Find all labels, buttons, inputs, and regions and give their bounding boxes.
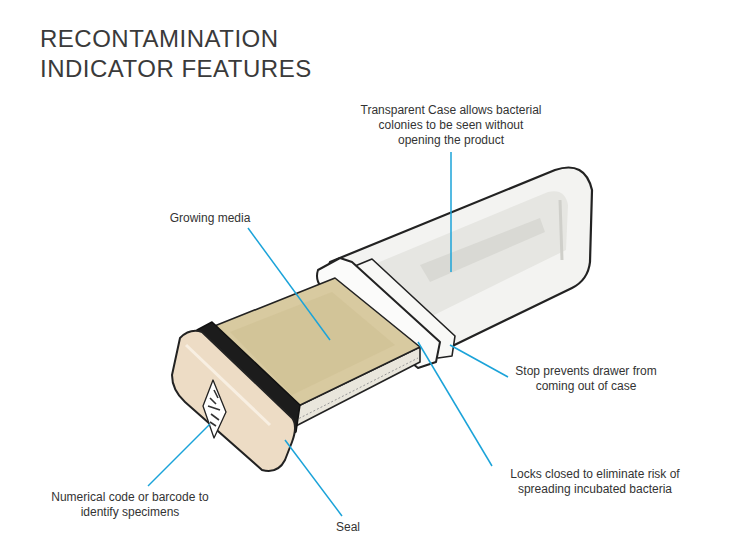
- case-highlight: [560, 200, 562, 260]
- leader-line: [450, 345, 508, 377]
- barcode-label: [203, 380, 226, 438]
- cap-highlight: [186, 345, 270, 425]
- callout-label: Stop prevents drawer from coming out of …: [498, 364, 674, 394]
- barcode-marks: [208, 390, 220, 426]
- diagram-title: RECONTAMINATION INDICATOR FEATURES: [40, 24, 340, 84]
- leader-line: [285, 440, 342, 516]
- callout-label: Locks closed to eliminate risk of spread…: [490, 467, 700, 497]
- leader-line: [148, 424, 210, 486]
- drawer-cap: [172, 331, 295, 471]
- callout-label: Numerical code or barcode to identify sp…: [42, 490, 218, 520]
- leader-line: [248, 228, 330, 340]
- leader-line: [450, 152, 452, 272]
- callout-label: Growing media: [150, 211, 270, 226]
- leader-line: [418, 342, 492, 466]
- leader-lines: [148, 152, 508, 516]
- case-shadow: [420, 218, 545, 282]
- callout-label: Transparent Case allows bacterial coloni…: [356, 103, 546, 148]
- callout-label: Seal: [318, 520, 378, 535]
